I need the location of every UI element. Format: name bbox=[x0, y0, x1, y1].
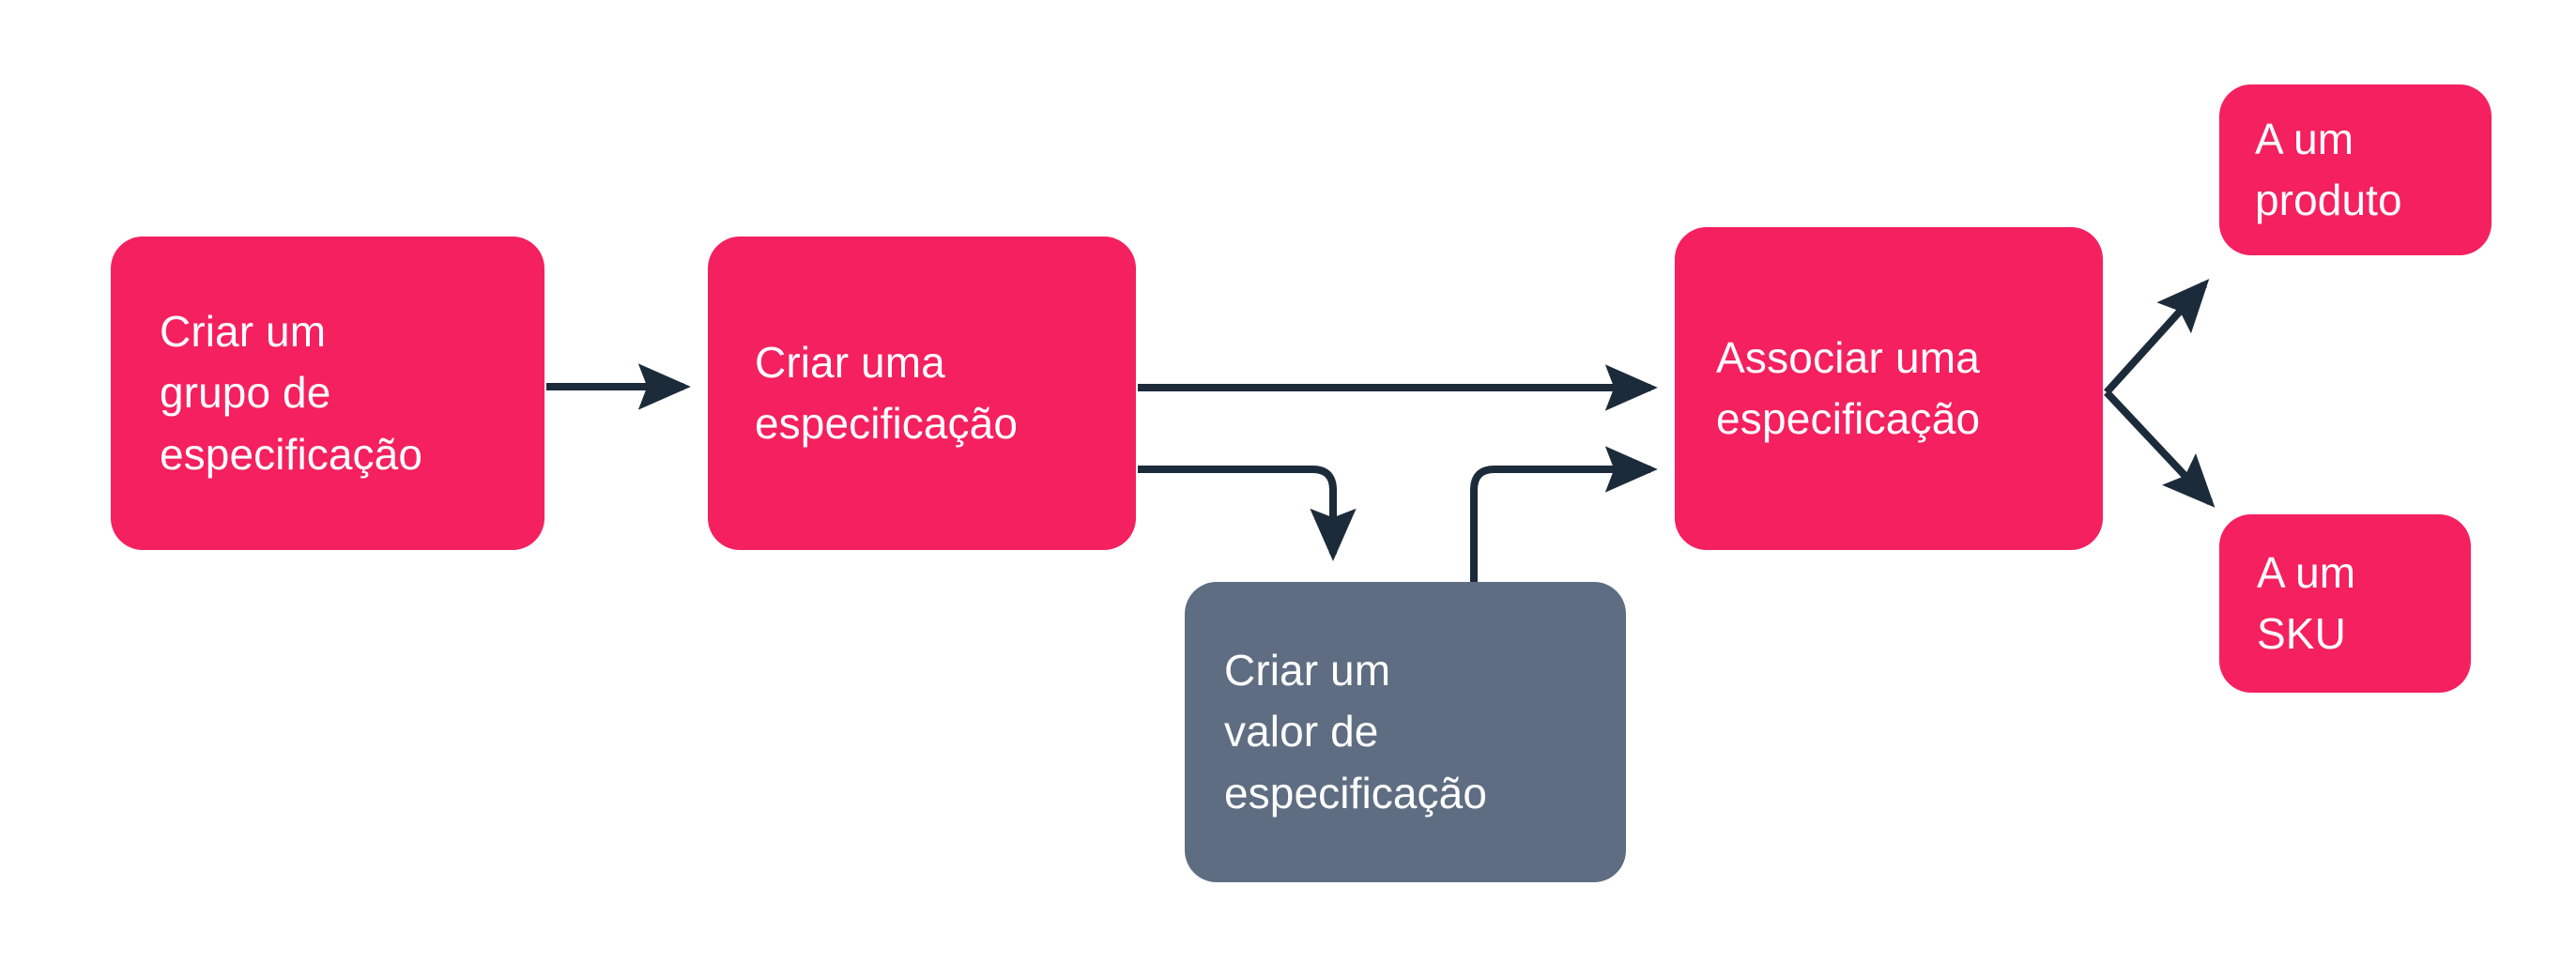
edge-especificacao-to-valor bbox=[1138, 466, 1357, 561]
node-label: Criar uma especificação bbox=[755, 337, 1019, 448]
edge-associar-to-sku bbox=[2104, 390, 2216, 508]
node-criar-valor-especificacao[interactable]: Criar um valor de especificação bbox=[1185, 582, 1626, 882]
node-label: Criar um grupo de especificação bbox=[160, 307, 423, 479]
edge-valor-to-associar bbox=[1470, 446, 1658, 586]
node-label: A um produto bbox=[2255, 114, 2402, 224]
node-associar-especificacao[interactable]: Associar uma especificação bbox=[1675, 227, 2103, 550]
node-a-um-produto[interactable]: A um produto bbox=[2219, 84, 2492, 255]
node-label: Associar uma especificação bbox=[1716, 332, 1981, 443]
node-a-um-sku[interactable]: A um SKU bbox=[2219, 514, 2471, 693]
node-label: A um SKU bbox=[2257, 547, 2356, 658]
node-criar-grupo-especificacao[interactable]: Criar um grupo de especificação bbox=[111, 237, 544, 550]
edge-associar-to-produto bbox=[2104, 279, 2210, 395]
node-label: Criar um valor de especificação bbox=[1224, 646, 1488, 818]
node-criar-especificacao[interactable]: Criar uma especificação bbox=[708, 237, 1136, 550]
